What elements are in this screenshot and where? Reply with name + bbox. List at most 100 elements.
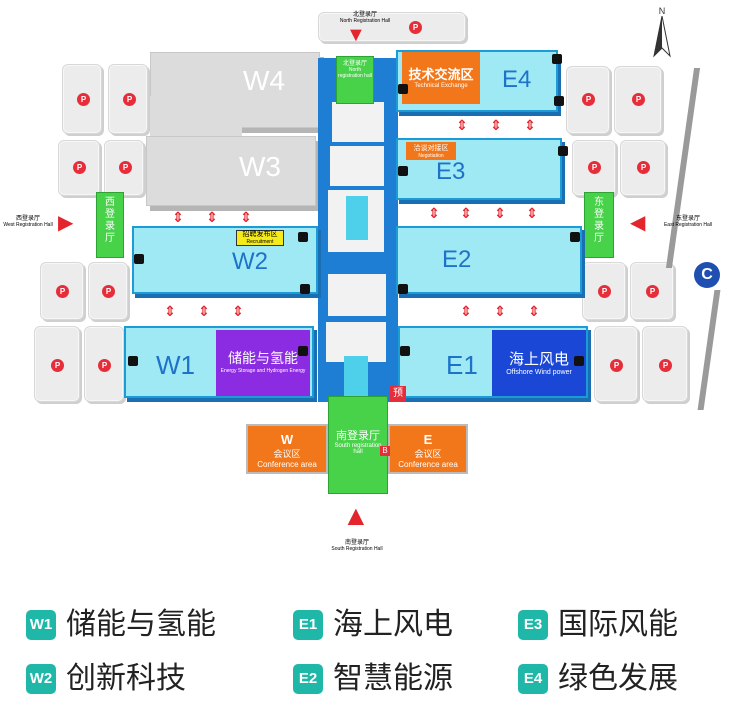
legend-text-e2: 智慧能源 <box>333 662 453 695</box>
restroom-icon <box>398 284 408 294</box>
restroom-icon <box>554 96 564 106</box>
east-registration-hall[interactable]: 东登录厅 <box>584 192 614 258</box>
corridor-kiosk-2 <box>344 356 368 396</box>
restroom-icon <box>558 146 568 156</box>
b-marker: B <box>380 446 390 456</box>
railway-line-lower <box>697 290 721 410</box>
hall-e1-label: E1 <box>446 350 478 380</box>
parking-icon: P <box>102 285 115 298</box>
connector-arrow: ⇕ <box>456 117 468 133</box>
parking-icon: P <box>598 285 611 298</box>
south-registration-label: 南登录厅 South Registration Hall <box>331 540 383 552</box>
parking-icon: P <box>77 93 90 106</box>
legend-text-e3: 国际风能 <box>558 608 678 641</box>
corridor-gap-2 <box>330 146 384 186</box>
reservation-marker: 预 <box>390 386 406 402</box>
parking-icon: P <box>98 359 111 372</box>
connector-arrow: ⇕ <box>198 303 210 319</box>
parking-icon: P <box>119 161 132 174</box>
hall-w3: W3 <box>146 136 316 206</box>
legend-badge-w1: W1 <box>26 610 56 640</box>
connector-arrow: ⇕ <box>526 205 538 221</box>
hall-e4-label: E4 <box>502 66 532 93</box>
restroom-icon <box>398 166 408 176</box>
parking-lot-east-3: P <box>572 140 616 196</box>
legend: W1 储能与氢能 E1 海上风电 E3 国际风能 W2 创新科技 E2 智慧能源… <box>0 596 747 717</box>
parking-lot-east-4: P <box>620 140 666 196</box>
parking-lot-east-8: P <box>642 326 688 402</box>
west-registration-label: 西登录厅 West Registration Hall <box>3 216 53 228</box>
conference-area-east: E 会议区 Conference area <box>388 424 468 474</box>
east-registration-label: 东登录厅 East Registration Hall <box>663 216 713 228</box>
conference-area-west: W 会议区 Conference area <box>246 424 328 474</box>
hall-e3-label: E3 <box>436 158 466 185</box>
recruitment-zone: 招聘发布区 Recruitment <box>236 230 284 246</box>
corridor-kiosk-1 <box>346 196 368 240</box>
connector-arrow: ⇕ <box>428 205 440 221</box>
legend-badge-e3: E3 <box>518 610 548 640</box>
restroom-icon <box>574 356 584 366</box>
legend-badge-e1: E1 <box>293 610 323 640</box>
parking-lot-west-3: P <box>58 140 100 196</box>
parking-icon: P <box>409 21 422 34</box>
restroom-icon <box>400 346 410 356</box>
connector-arrow: ⇕ <box>172 209 184 225</box>
parking-lot-east-2: P <box>614 66 662 134</box>
connector-arrow: ⇕ <box>460 205 472 221</box>
legend-badge-w2: W2 <box>26 664 56 694</box>
north-registration-top-label: 北登录厅 North Registration Hall <box>339 12 391 24</box>
north-entry-arrow: ▼ <box>346 24 366 46</box>
technical-exchange-zone: 技术交流区 Technical Exchange <box>402 52 480 104</box>
restroom-icon <box>570 232 580 242</box>
parking-icon: P <box>637 161 650 174</box>
restroom-icon <box>298 232 308 242</box>
parking-lot-west-6: P <box>88 262 128 320</box>
connector-arrow: ⇕ <box>528 303 540 319</box>
corridor-gap-1 <box>332 102 384 142</box>
hall-e2-label: E2 <box>442 246 472 273</box>
restroom-icon <box>134 254 144 264</box>
venue-map: P 北登录厅 North Registration Hall ▼ P P P P… <box>3 6 721 552</box>
hall-w2-label: W2 <box>232 248 268 275</box>
west-entry-arrow: ▶ <box>58 212 74 234</box>
hall-e2: E2 <box>396 226 582 294</box>
connector-arrow: ⇕ <box>524 117 536 133</box>
parking-lot-west-2: P <box>108 64 148 134</box>
north-registration-hall[interactable]: 北登录厅 North registration hall <box>336 56 374 104</box>
subway-station-icon: C <box>694 262 720 288</box>
parking-icon: P <box>123 93 136 106</box>
parking-icon: P <box>588 161 601 174</box>
restroom-icon <box>552 54 562 64</box>
hall-w4-label: W4 <box>243 65 285 96</box>
restroom-icon <box>398 84 408 94</box>
east-entry-arrow: ◀ <box>630 212 646 234</box>
parking-icon: P <box>73 161 86 174</box>
parking-icon: P <box>582 93 595 106</box>
negotiation-zone: 洽谈对接区 Negotiation <box>406 142 456 160</box>
south-registration-hall[interactable]: 南登录厅 South registration hall <box>328 396 388 494</box>
parking-lot-north: P <box>318 12 466 42</box>
parking-lot-west-5: P <box>40 262 84 320</box>
connector-arrow: ⇕ <box>206 209 218 225</box>
parking-lot-west-1: P <box>62 64 102 134</box>
parking-icon: P <box>610 359 623 372</box>
parking-lot-east-1: P <box>566 66 610 134</box>
connector-arrow: ⇕ <box>164 303 176 319</box>
parking-lot-west-7: P <box>34 326 80 402</box>
legend-text-w2: 创新科技 <box>66 662 186 695</box>
parking-lot-west-4: P <box>104 140 144 196</box>
legend-badge-e4: E4 <box>518 664 548 694</box>
connector-arrow: ⇕ <box>494 205 506 221</box>
connector-arrow: ⇕ <box>232 303 244 319</box>
hall-w2: W2 <box>132 226 318 294</box>
corridor-gap-4 <box>328 274 386 316</box>
parking-icon: P <box>56 285 69 298</box>
legend-text-w1: 储能与氢能 <box>66 608 216 641</box>
energy-storage-zone: 储能与氢能 Energy Storage and Hydrogen Energy <box>216 330 310 396</box>
west-registration-hall[interactable]: 西登录厅 <box>96 192 124 258</box>
parking-icon: P <box>51 359 64 372</box>
parking-icon: P <box>659 359 672 372</box>
parking-lot-east-5: P <box>582 262 626 320</box>
parking-icon: P <box>632 93 645 106</box>
legend-badge-e2: E2 <box>293 664 323 694</box>
